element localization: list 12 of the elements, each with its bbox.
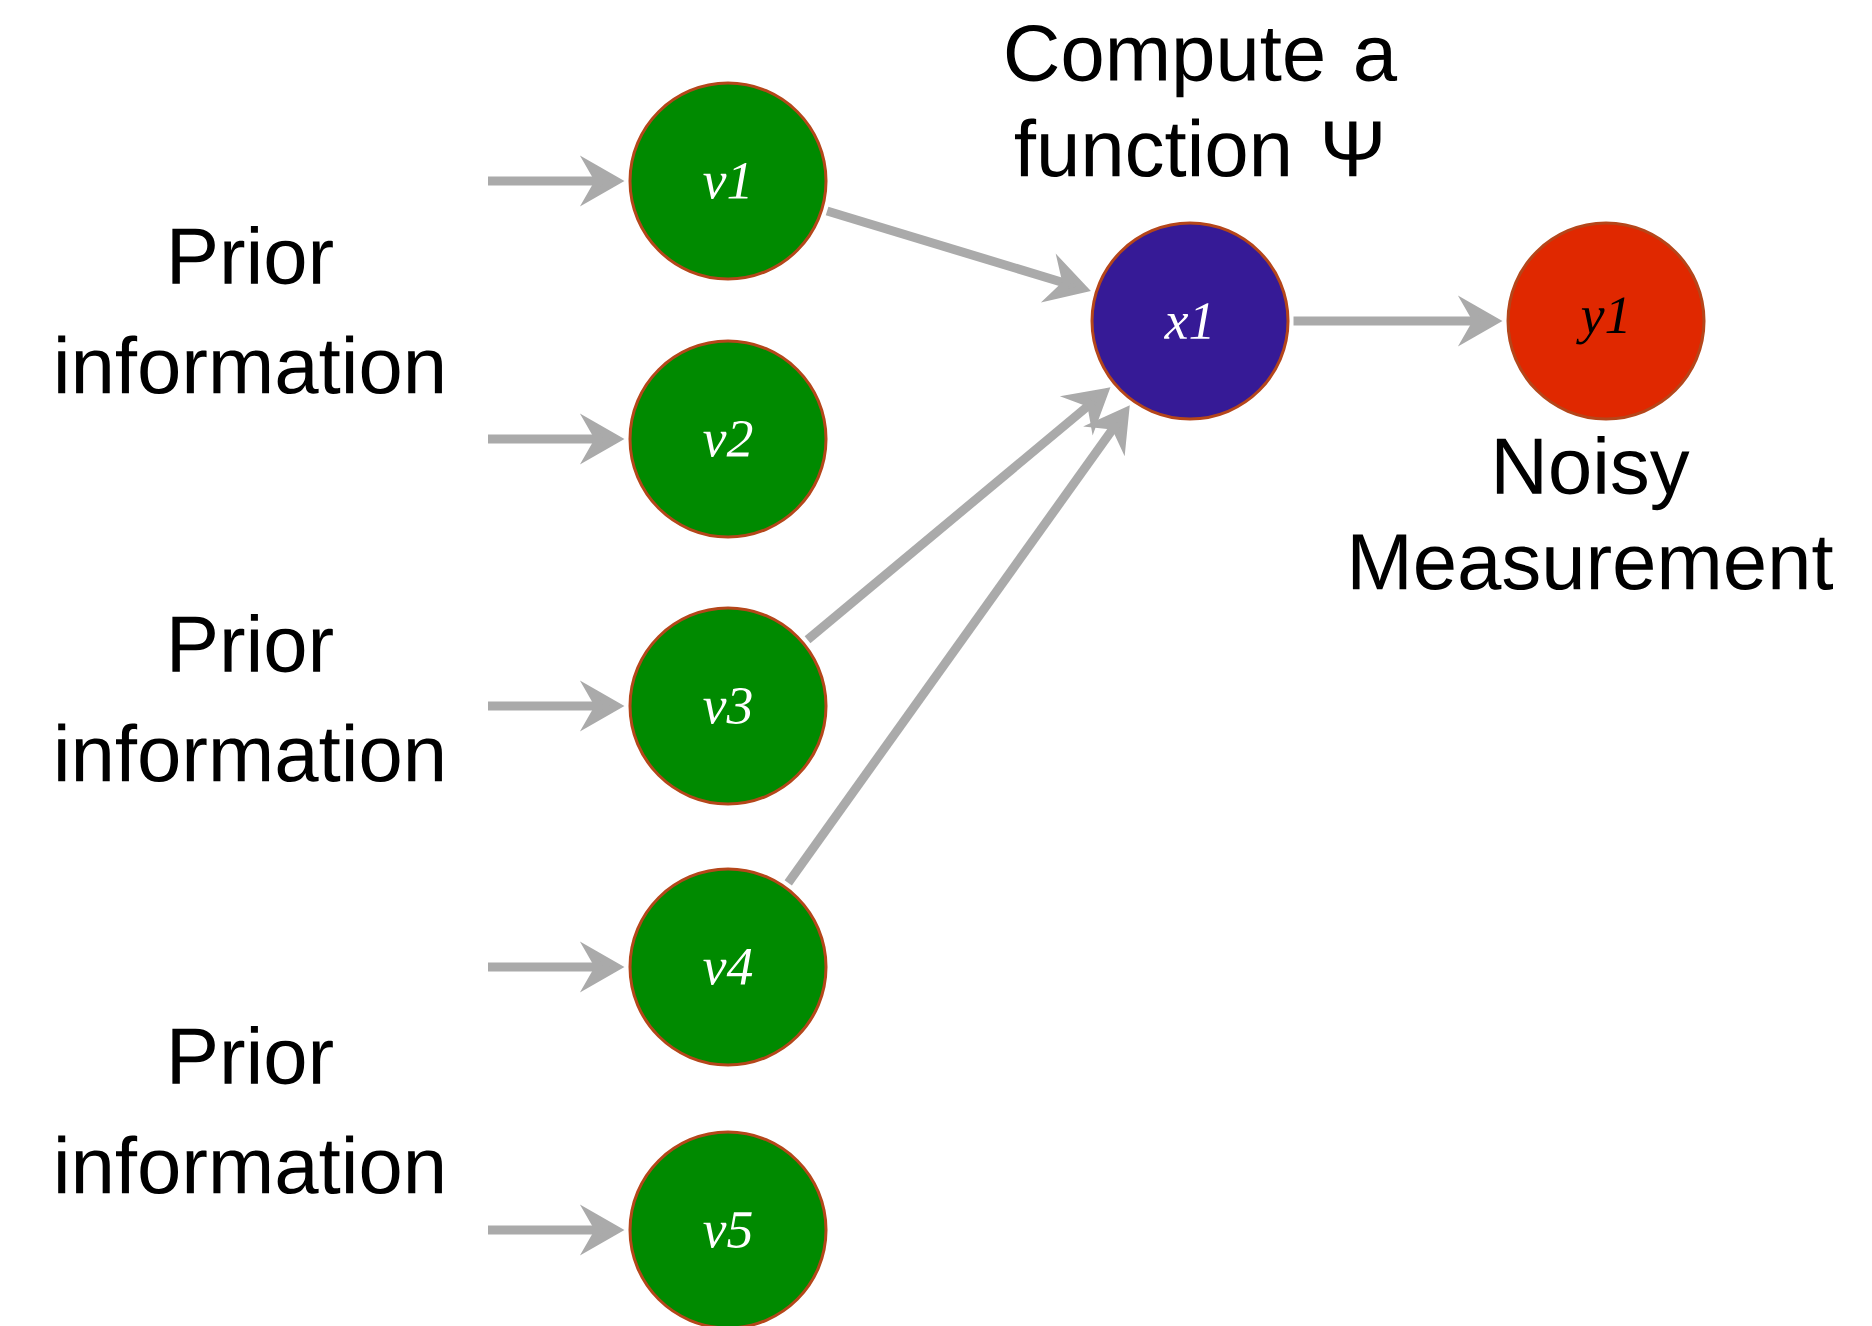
text-label: Prior information [58,1025,442,1195]
node-caption: Compute a function Ψ [1006,24,1398,178]
text-label: Prior information [58,225,442,395]
circle-node: v4 [628,867,828,1067]
circle-node: v3 [628,606,828,806]
circle-node: v1 [628,81,828,281]
circle-node: x1 [1090,221,1290,421]
circle-node: v5 [628,1130,828,1326]
text-label: Prior information [58,613,442,783]
node-caption: Noisy Measurement [1352,435,1833,591]
circle-node: v2 [628,339,828,539]
circle-node: y1 [1506,221,1706,421]
